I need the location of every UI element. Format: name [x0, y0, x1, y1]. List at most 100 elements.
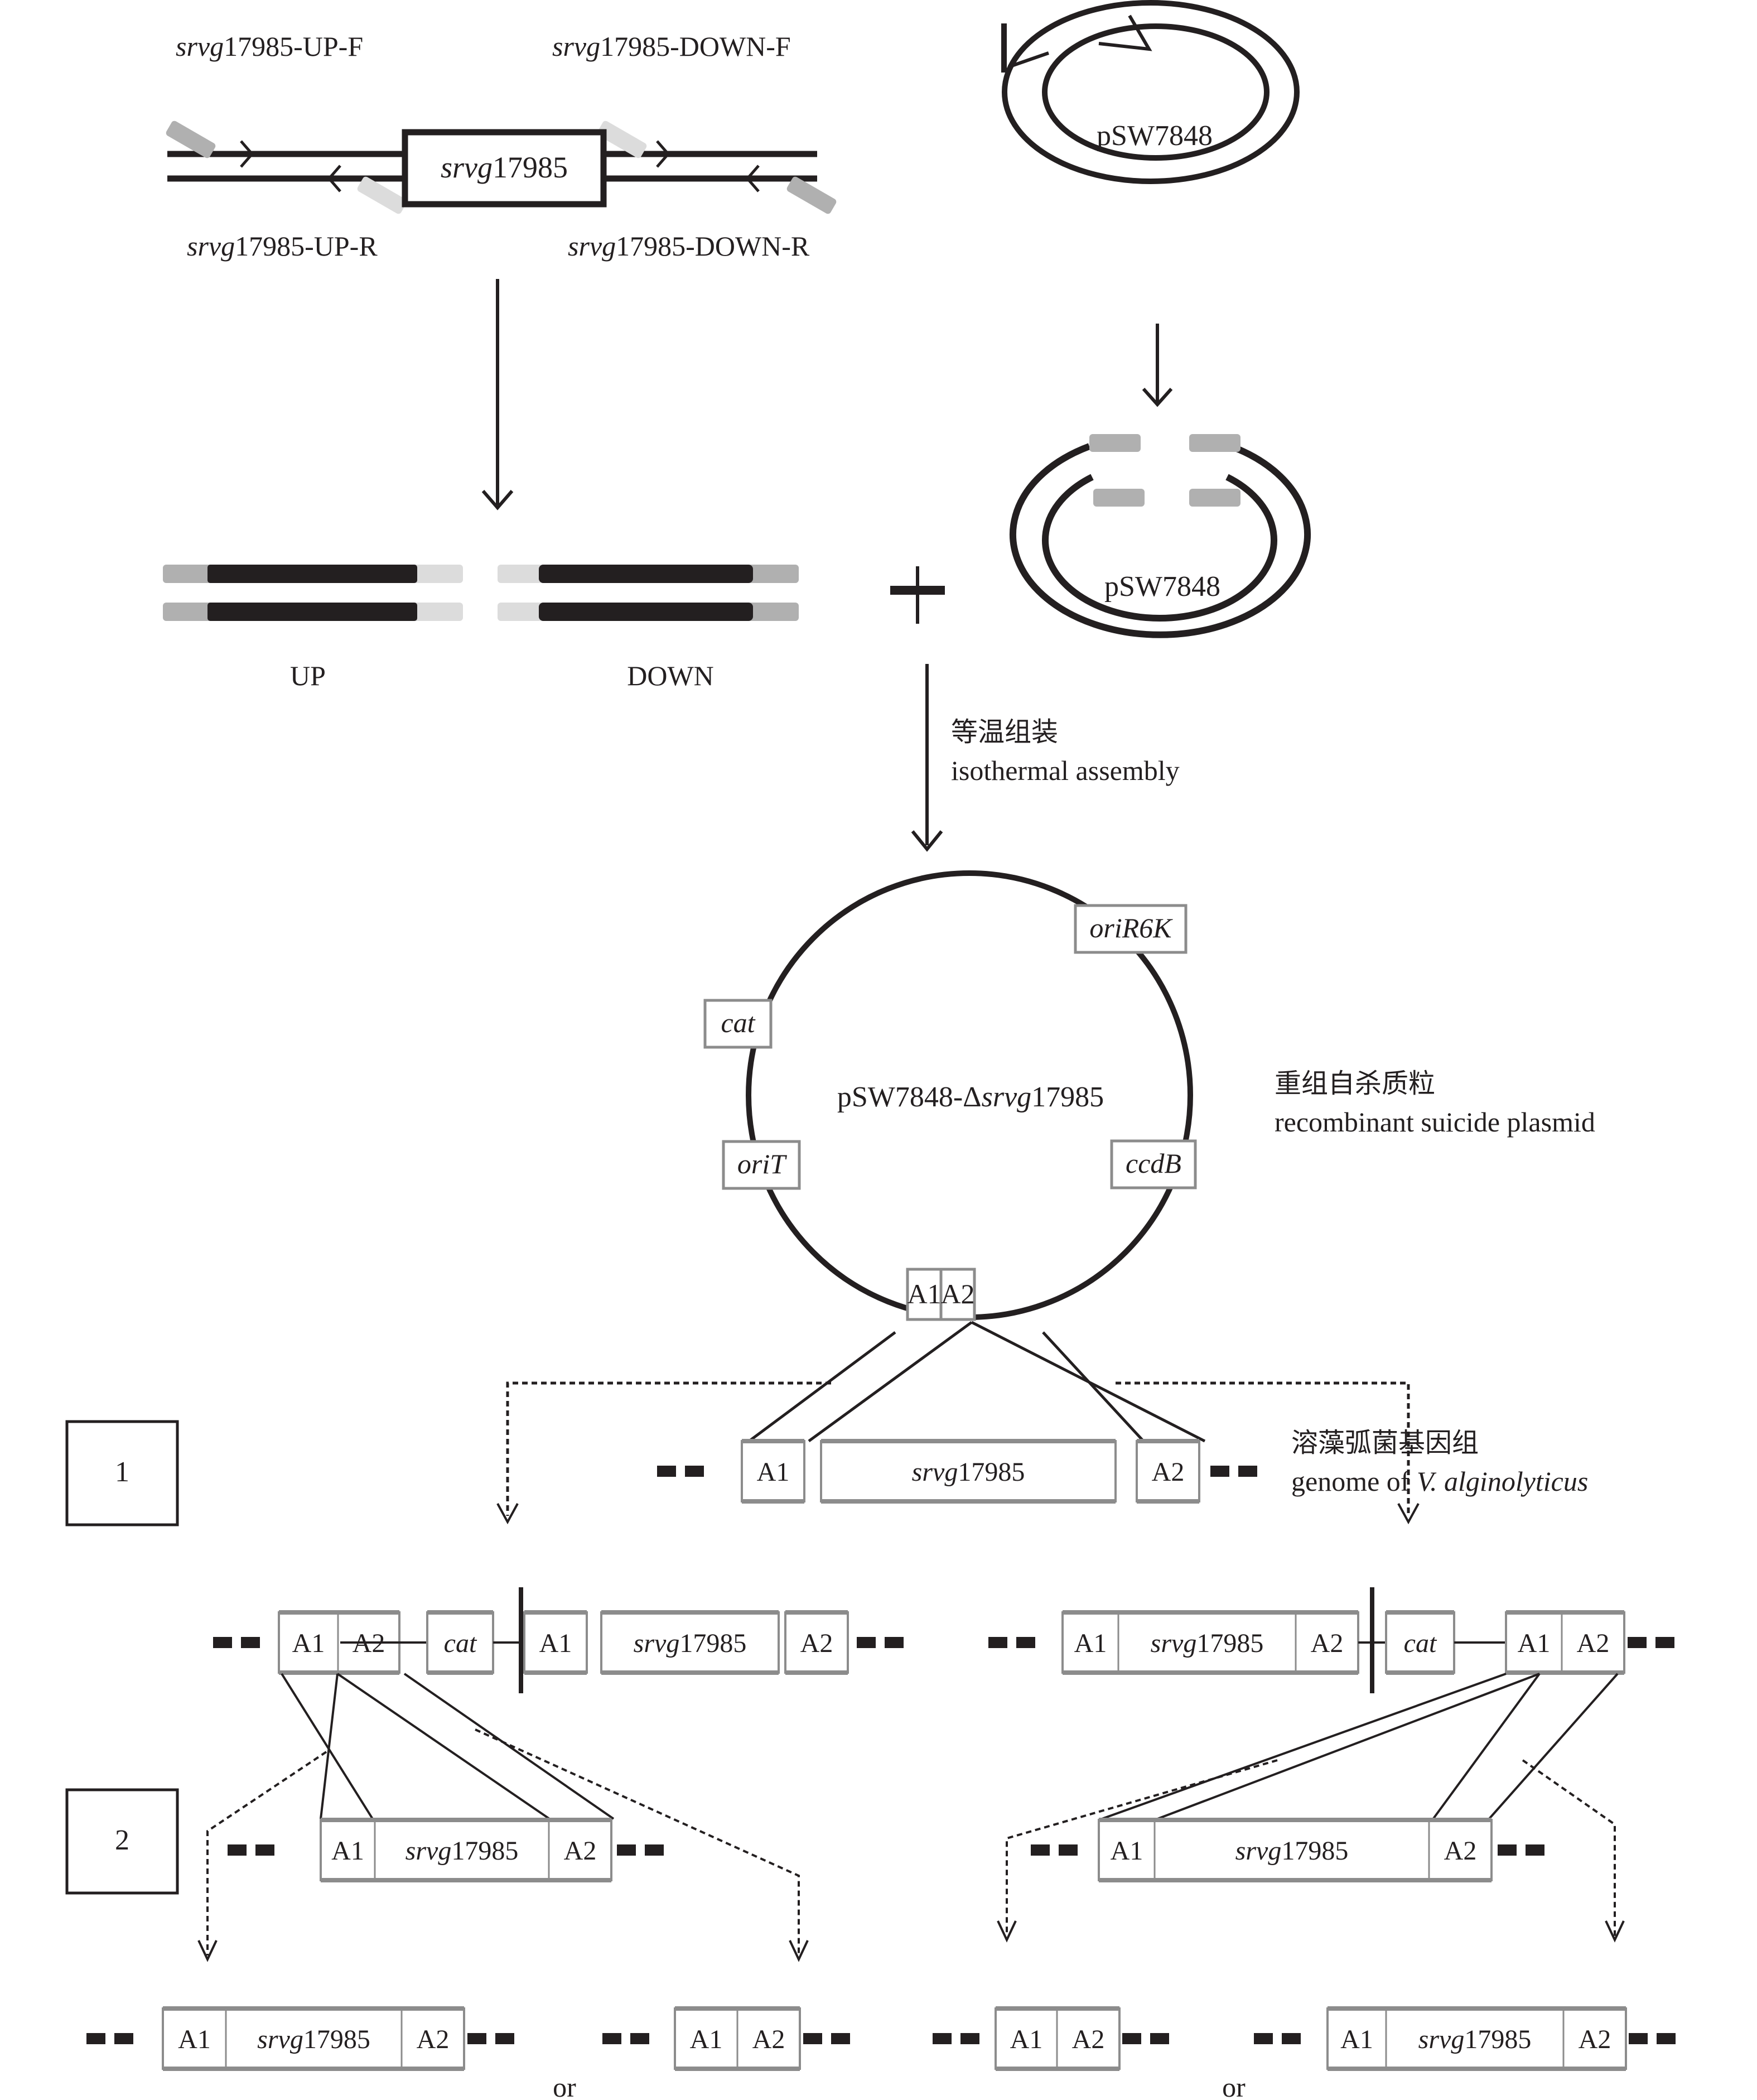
genome-flank-dash	[1059, 1844, 1078, 1856]
outcome-deletion-right: A1 A2	[933, 2006, 1169, 2071]
primer-down-f-label: srvg17985-DOWN-F	[552, 31, 791, 62]
genome-flank-dash	[1655, 1637, 1674, 1648]
arrow-head-icon	[496, 1503, 519, 1525]
arm-a2-block: A2	[784, 1610, 849, 1675]
primer-up-r-label: srvg17985-UP-R	[187, 230, 378, 262]
gene-box	[402, 129, 607, 208]
primer-down-r-oligo	[786, 176, 837, 214]
recombinant-plasmid-label: pSW7848-Δsrvg17985	[837, 1081, 1104, 1113]
arm-a2: A2	[417, 2025, 450, 2054]
arm-a1: A1	[690, 2025, 723, 2054]
overlap-block	[1189, 489, 1240, 507]
arrow-head-icon	[997, 1920, 1017, 1943]
genome-flank-dash	[1498, 1844, 1517, 1856]
genome-flank-dash	[857, 1637, 876, 1648]
genome-flank-dash	[1238, 1466, 1257, 1477]
up-fragment	[163, 565, 463, 621]
reverse-arrow-icon	[327, 165, 341, 192]
genome-flank-dash	[933, 2033, 952, 2044]
assembly-label-cn: 等温组装	[951, 716, 1058, 748]
svg-text:ccdB: ccdB	[1126, 1148, 1181, 1179]
genome-flank-dash	[630, 2033, 649, 2044]
step-1-box	[65, 1420, 179, 1526]
svg-text:A1: A1	[907, 1278, 941, 1309]
genome-flank-dash	[1629, 2033, 1648, 2044]
genome-label-en: genome of V. alginolyticus	[1291, 1466, 1588, 1497]
genome-flank-dash	[988, 1637, 1007, 1648]
element-ccdB: ccdB	[1110, 1139, 1197, 1189]
dashed-arrows-step2	[206, 1728, 1616, 1955]
crossover-lines-step2-left	[281, 1673, 615, 1820]
recombinant-plasmid: oriR6K cat ccdB oriT A1 A2 pSW7848-Δsrvg…	[703, 870, 1595, 1321]
plasmid-label: pSW7848	[1097, 120, 1213, 152]
arrow-icon	[1098, 15, 1152, 51]
genome-label-cn: 溶藻弧菌基因组	[1291, 1427, 1479, 1458]
genome-flank-dash	[617, 1844, 636, 1856]
plasmid-linearized: pSW7848	[1010, 434, 1311, 638]
genome-flank-dash	[1031, 1844, 1050, 1856]
genome-flank-dash	[241, 1637, 260, 1648]
svg-text:cat: cat	[721, 1007, 755, 1038]
primer-up-f-oligo	[166, 121, 216, 158]
forward-arrow-icon	[656, 140, 670, 168]
arm-a1: A1	[292, 1629, 325, 1658]
arrow-head-icon	[197, 1940, 218, 1962]
gene-label: srvg17985	[912, 1457, 1025, 1487]
arm-a1-block: A1	[523, 1610, 588, 1675]
arm-a1: A1	[1340, 2025, 1373, 2054]
arrow-head-icon	[481, 490, 514, 510]
crossover-lines-step2-right	[1098, 1673, 1619, 1821]
or-label-left: or	[553, 2072, 576, 2100]
gene-label: srvg17985	[257, 2025, 370, 2054]
arm-a1: A1	[178, 2025, 211, 2054]
outcome-deletion-left: A1 A2	[602, 2006, 850, 2071]
recombinant-label-en: recombinant suicide plasmid	[1275, 1106, 1595, 1138]
primer-scheme: srvg17985-UP-F srvg17985-DOWN-F srvg1798…	[166, 31, 837, 262]
arrow-head-icon	[1142, 388, 1173, 407]
svg-text:A2: A2	[940, 1278, 974, 1309]
arm-a1: A1	[1010, 2025, 1043, 2054]
plasmid-circular: pSW7848	[1001, 0, 1300, 184]
arm-a1: A1	[757, 1457, 790, 1487]
gene-block: srvg17985	[600, 1610, 780, 1675]
arm-a2: A2	[1311, 1629, 1344, 1658]
arm-a1: A1	[331, 1836, 364, 1866]
arrow-head-icon	[911, 830, 943, 852]
overlap-block	[1189, 434, 1240, 452]
gene-label: srvg17985	[406, 1836, 519, 1866]
reverse-arrow-icon	[745, 165, 760, 192]
arm-a2: A2	[1072, 2025, 1105, 2054]
forward-arrow-icon	[240, 140, 254, 168]
arrow-head-icon	[1605, 1920, 1625, 1943]
gene-cassette-block: A1 srvg17985 A2	[162, 2006, 465, 2071]
arm-a1: A1	[1111, 1836, 1143, 1866]
genome-flank-dash	[645, 1844, 664, 1856]
genome-flank-dash	[1150, 2033, 1169, 2044]
arm-a2: A2	[1152, 1457, 1185, 1487]
crossover-lines-step1	[748, 1321, 1206, 1443]
element-oriR6K: oriR6K	[1074, 904, 1188, 954]
genome-flank-dash	[467, 2033, 486, 2044]
genome-flank-dash	[1122, 2033, 1141, 2044]
arm-a2: A2	[752, 2025, 785, 2054]
genome-flank-dash	[495, 2033, 514, 2044]
step-2-box	[65, 1788, 179, 1895]
gene-block: srvg17985	[820, 1439, 1117, 1504]
pcr-fragments: UP DOWN	[163, 565, 799, 691]
arm-a2: A2	[1579, 2025, 1611, 2054]
cat-block: cat	[426, 1610, 494, 1675]
primer-down-f-oligo	[597, 121, 647, 158]
genome-wildtype: A1 srvg17985 A2	[657, 1439, 1257, 1504]
or-label-right: or	[1222, 2072, 1246, 2100]
genome-flank-dash	[657, 1466, 676, 1477]
genome-flank-dash	[960, 2033, 979, 2044]
arm-pair-block: A1 A2	[995, 2006, 1121, 2071]
cat-label: cat	[1404, 1629, 1437, 1658]
